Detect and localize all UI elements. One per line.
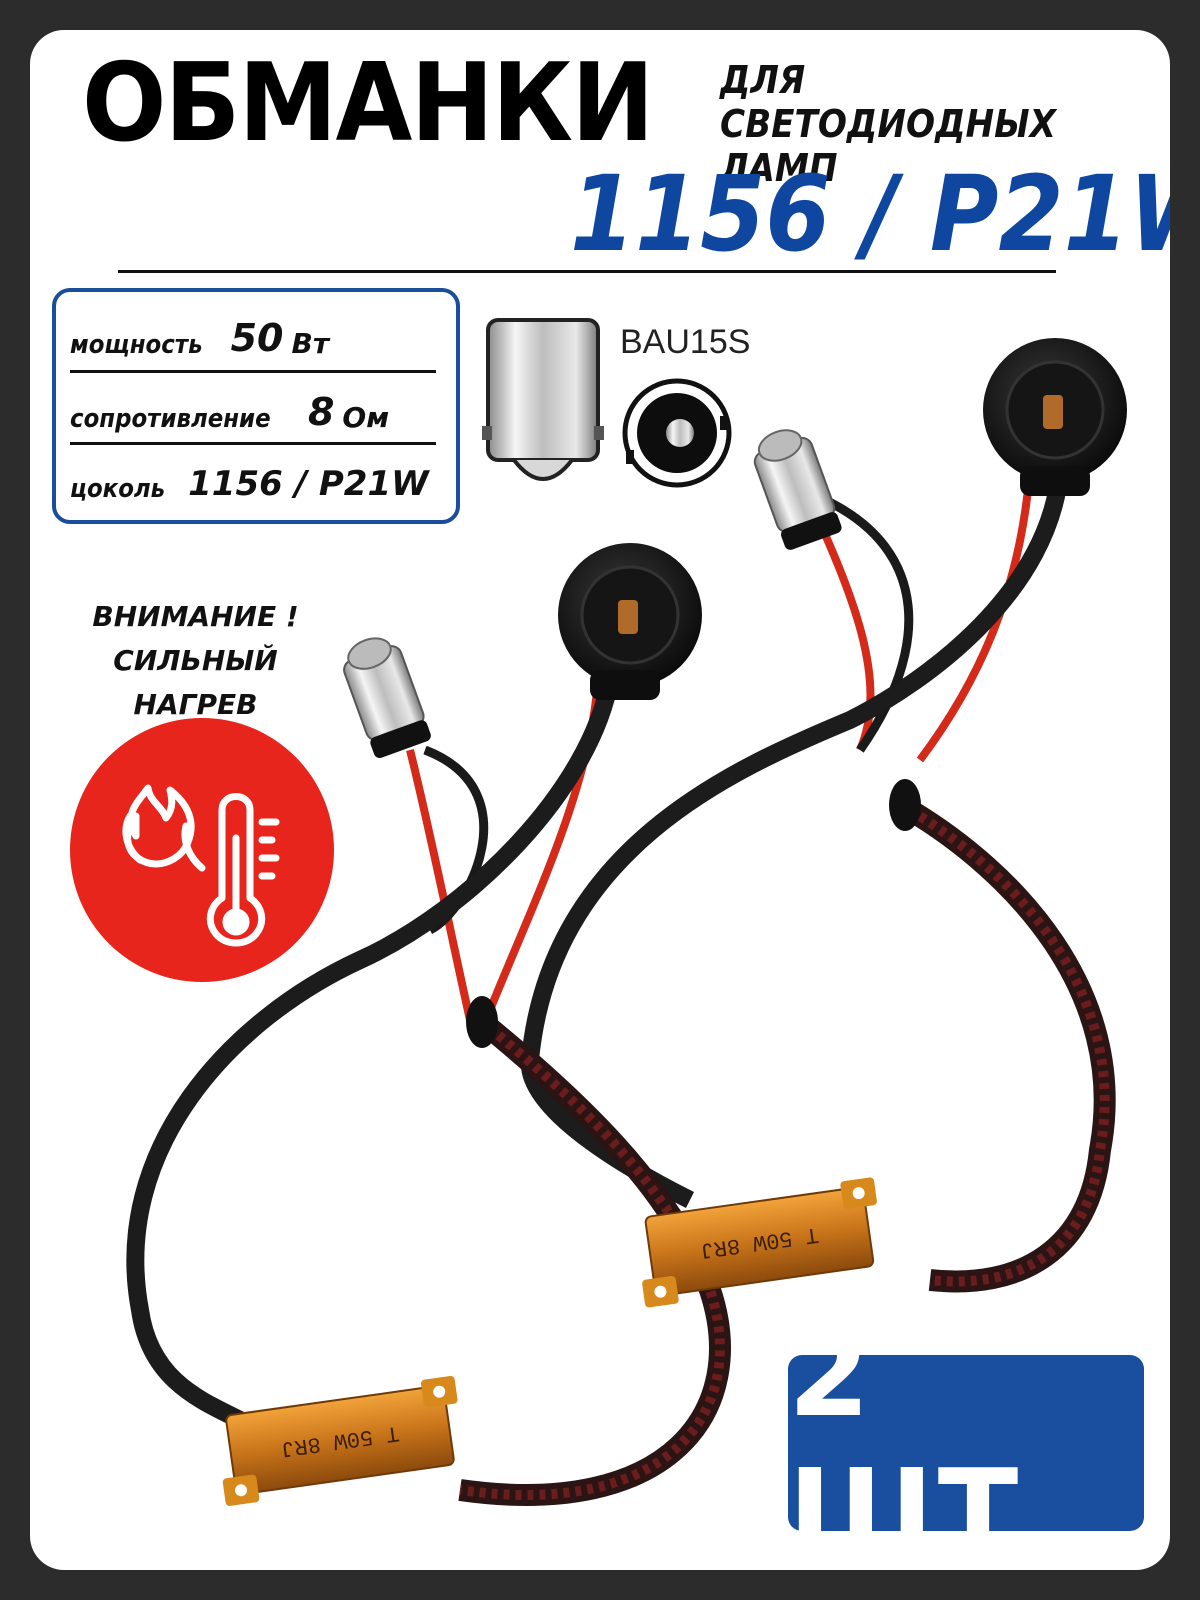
spec-resistance-value: 8 [307,390,335,434]
plug-left [343,637,431,759]
flame-thermometer-icon [122,784,280,947]
heat-warning-text: ВНИМАНИЕ ! СИЛЬНЫЙ НАГРЕВ [58,595,333,727]
spec-divider [70,370,436,373]
spec-resistance-unit: Ом [342,401,390,434]
spec-divider [70,442,436,445]
spec-power-unit: Вт [291,327,330,360]
harness-right [520,469,1116,1293]
warning-line-1: ВНИМАНИЕ ! [92,600,299,633]
spec-resistance-label: сопротивление [70,404,271,434]
base-type-label: BAU15S [620,323,751,361]
warning-line-2: СИЛЬНЫЙ НАГРЕВ [113,644,278,721]
harness-left [126,678,731,1506]
spec-base-value: 1156 / P21W [188,464,429,504]
specs-panel: мощность 50 Вт сопротивление 8 Ом цоколь… [52,288,460,524]
heat-warning-icon [70,718,334,982]
spec-power: мощность 50 Вт [70,302,442,360]
socket-right [983,338,1127,496]
resistor-lower: T 50W 8RJ [222,1376,458,1506]
header-divider [118,270,1056,273]
product-card: ОБМАНКИ ДЛЯ СВЕТОДИОДНЫХ ЛАМП 1156 / P21… [30,30,1170,1570]
product-title: ОБМАНКИ [82,41,654,166]
spec-power-label: мощность [70,330,203,360]
product-subtitle: ДЛЯ СВЕТОДИОДНЫХ ЛАМП [720,58,1056,190]
bulb-bottom-diagram [622,378,732,488]
spec-power-value: 50 [230,316,284,360]
spec-base: цоколь 1156 / P21W [70,446,442,504]
model-number: 1156 / P21W [570,153,1170,275]
spec-resistance: сопротивление 8 Ом [70,376,442,434]
socket-left [558,543,702,700]
quantity-text: 2 ШТ [788,1305,1023,1570]
bulb-side-diagram [482,318,604,481]
plug-right [753,429,842,550]
resistor-upper: T 50W 8RJ [642,1177,877,1308]
quantity-badge: 2 ШТ [788,1305,1144,1570]
product-illustration: T 50W 8RJ T 50W 8RJ [126,318,1127,1506]
spec-base-label: цоколь [70,474,166,504]
